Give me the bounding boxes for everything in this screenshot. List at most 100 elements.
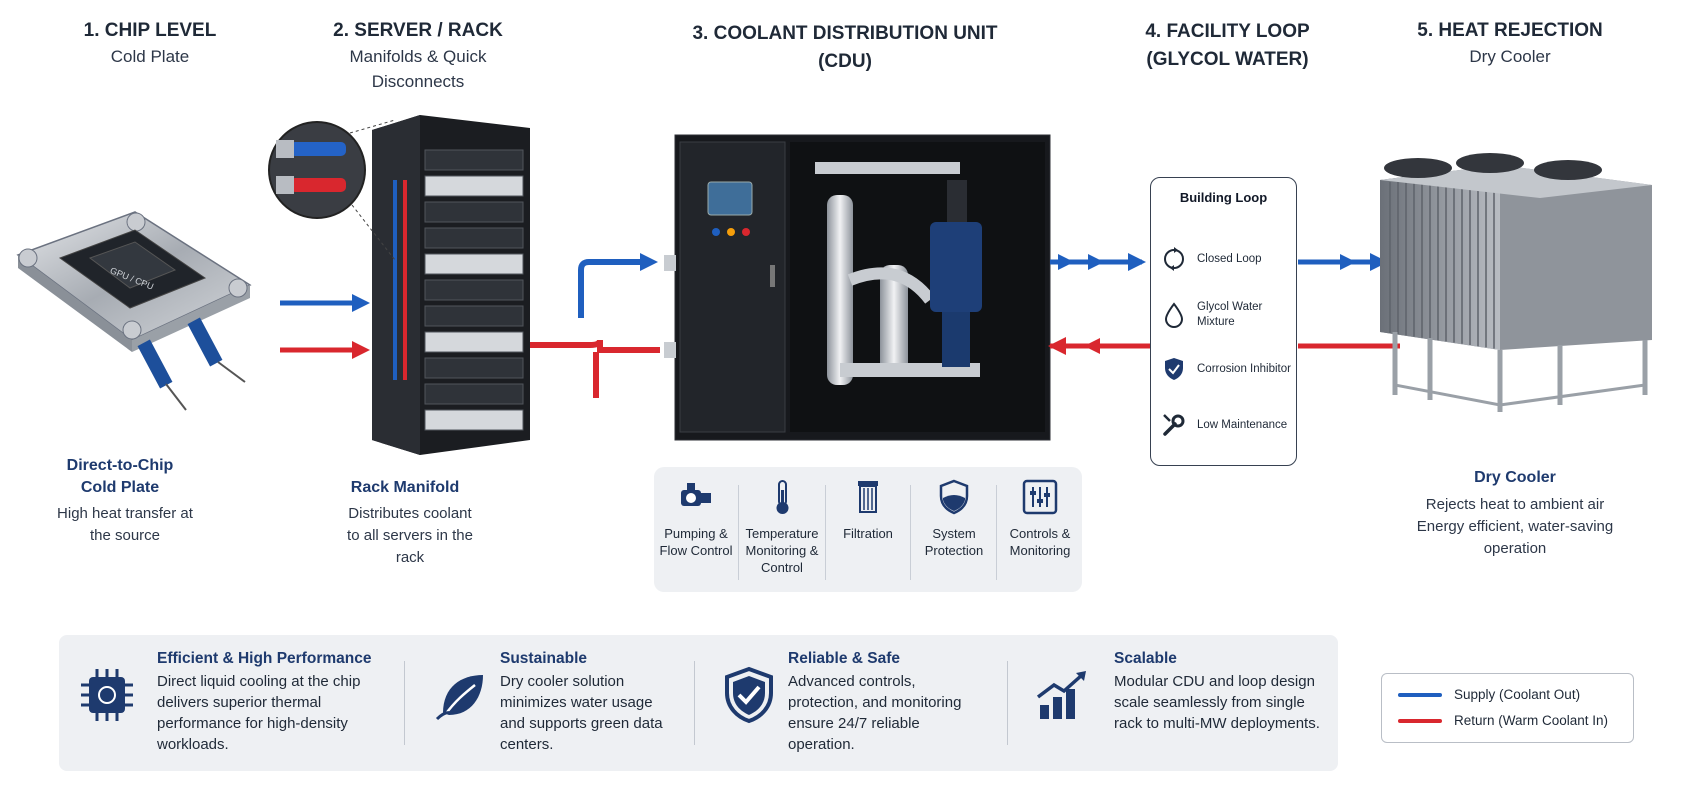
server-unit bbox=[424, 383, 524, 405]
cdu-feature: Filtration bbox=[826, 477, 910, 542]
divider bbox=[694, 661, 695, 745]
shield-check-icon bbox=[719, 665, 779, 725]
shield-check-icon bbox=[1161, 356, 1187, 382]
building-loop-title: Building Loop bbox=[1179, 190, 1268, 205]
benefit-text: Advanced controls, protection, and monit… bbox=[788, 673, 962, 753]
server-rack bbox=[372, 115, 530, 455]
legend: Supply (Coolant Out) Return (Warm Coolan… bbox=[1381, 673, 1634, 743]
chip-icon bbox=[77, 665, 137, 725]
benefit-text: Modular CDU and loop design scale seamle… bbox=[1114, 673, 1320, 732]
cdu-feature-label: Controls & Monitoring bbox=[1009, 526, 1071, 558]
indicator-light bbox=[727, 228, 735, 236]
cdu-port bbox=[664, 342, 676, 358]
pump-icon bbox=[676, 477, 716, 517]
dry-cooler-caption-title: Dry Cooler bbox=[1474, 469, 1556, 486]
chip-die bbox=[88, 241, 177, 289]
divider bbox=[404, 661, 405, 745]
benefit-title: Scalable bbox=[1114, 650, 1177, 667]
pipe-elbow bbox=[847, 267, 935, 304]
cdu-facility-supply-arrows bbox=[1050, 253, 1146, 271]
heat-exchanger bbox=[827, 195, 853, 385]
stage-4-title: 4. FACILITY LOOP (GLYCOL WATER) bbox=[1145, 21, 1310, 70]
sliders-icon bbox=[1020, 477, 1060, 517]
chip-connector-return bbox=[187, 317, 246, 383]
cdu-feature: Temperature Monitoring & Control bbox=[740, 477, 824, 576]
chip-supply-arrow bbox=[280, 294, 370, 312]
wrench-icon bbox=[1161, 412, 1187, 438]
cdu-feature: Pumping & Flow Control bbox=[654, 477, 738, 559]
indicator-light bbox=[712, 228, 720, 236]
legend-swatch bbox=[1398, 692, 1442, 697]
facility-cooler-supply-arrow bbox=[1298, 253, 1388, 271]
legend-swatch bbox=[1398, 718, 1442, 723]
server-unit bbox=[424, 175, 524, 197]
server-unit bbox=[424, 201, 524, 223]
benefits-panel: Efficient & High Performance Direct liqu… bbox=[59, 635, 1338, 771]
dry-cooler-base bbox=[1394, 383, 1646, 407]
door-handle bbox=[770, 265, 775, 287]
cdu-feature-label: System Protection bbox=[924, 526, 984, 558]
droplet-icon bbox=[1161, 302, 1187, 328]
filter-icon bbox=[848, 477, 888, 517]
cold-plate-edge-right bbox=[132, 285, 250, 352]
rack-cdu-return-pipe bbox=[530, 339, 660, 398]
server-unit bbox=[424, 409, 524, 431]
server-unit bbox=[424, 331, 524, 353]
leaf-icon bbox=[431, 665, 491, 725]
fan bbox=[1534, 160, 1602, 180]
pump-motor bbox=[930, 222, 982, 312]
legend-item-return: Return (Warm Coolant In) bbox=[1398, 713, 1608, 728]
cdu-feature-label: Temperature Monitoring & Control bbox=[745, 526, 819, 575]
fan bbox=[1384, 158, 1452, 178]
stage-5-title: 5. HEAT REJECTION Dry Cooler bbox=[1417, 20, 1603, 66]
pipe-vertical bbox=[880, 265, 908, 375]
legend-label: Supply (Coolant Out) bbox=[1454, 687, 1581, 702]
server-unit bbox=[424, 149, 524, 171]
building-loop-label: Corrosion Inhibitor bbox=[1197, 362, 1291, 375]
server-unit bbox=[424, 357, 524, 379]
loop-icon bbox=[1161, 246, 1187, 272]
cdu-feature-label: Filtration bbox=[843, 526, 893, 541]
pump-top bbox=[947, 180, 967, 222]
cold-plate: GPU / CPU bbox=[16, 211, 252, 411]
cold-plate-screw bbox=[18, 248, 38, 268]
server-unit bbox=[424, 279, 524, 301]
cdu-facility-return-arrows bbox=[1048, 337, 1150, 355]
chip-caption-text: High heat transfer at the source bbox=[57, 505, 193, 544]
benefit-text: Dry cooler solution minimizes water usag… bbox=[500, 673, 663, 753]
building-loop-label: Glycol Water Mixture bbox=[1197, 301, 1263, 328]
cdu-feature: System Protection bbox=[912, 477, 996, 559]
building-loop-label: Low Maintenance bbox=[1197, 418, 1288, 431]
chip-return-arrow bbox=[280, 341, 370, 359]
benefit-title: Sustainable bbox=[500, 650, 587, 667]
dry-cooler-top bbox=[1380, 165, 1652, 198]
benefit-item: Efficient & High Performance Direct liqu… bbox=[157, 649, 382, 755]
benefit-item: Sustainable Dry cooler solution minimize… bbox=[500, 649, 675, 755]
dry-cooler-caption-text: Rejects heat to ambient air Energy effic… bbox=[1416, 496, 1614, 557]
building-loop-item: Low Maintenance bbox=[1161, 412, 1291, 438]
building-loop-item: Corrosion Inhibitor bbox=[1161, 356, 1291, 382]
rack-cdu-supply-pipe bbox=[578, 253, 658, 318]
benefit-title: Reliable & Safe bbox=[788, 650, 900, 667]
legend-item-supply: Supply (Coolant Out) bbox=[1398, 687, 1580, 702]
divider bbox=[996, 485, 997, 580]
divider bbox=[1007, 661, 1008, 745]
cold-plate-screw bbox=[126, 212, 146, 232]
divider bbox=[825, 485, 826, 580]
stage-2-title: 2. SERVER / RACK Manifolds & Quick Disco… bbox=[333, 20, 503, 91]
cdu-features-panel: Pumping & Flow Control Temperature Monit… bbox=[654, 467, 1082, 592]
building-loop-label: Closed Loop bbox=[1197, 252, 1262, 265]
fan bbox=[1456, 153, 1524, 173]
cold-plate-edge-left bbox=[18, 255, 132, 352]
cdu-cabinet bbox=[664, 134, 1051, 441]
quick-disconnect-return bbox=[290, 178, 346, 192]
growth-chart-icon bbox=[1032, 665, 1092, 725]
rack-servers bbox=[424, 149, 524, 431]
building-loop-card: Building Loop Closed Loop Glycol Water M… bbox=[1150, 177, 1297, 466]
server-unit bbox=[424, 305, 524, 327]
cdu-feature: Controls & Monitoring bbox=[998, 477, 1082, 559]
server-unit bbox=[424, 227, 524, 249]
rack-caption-title: Rack Manifold bbox=[350, 479, 460, 496]
benefit-text: Direct liquid cooling at the chip delive… bbox=[157, 673, 361, 753]
